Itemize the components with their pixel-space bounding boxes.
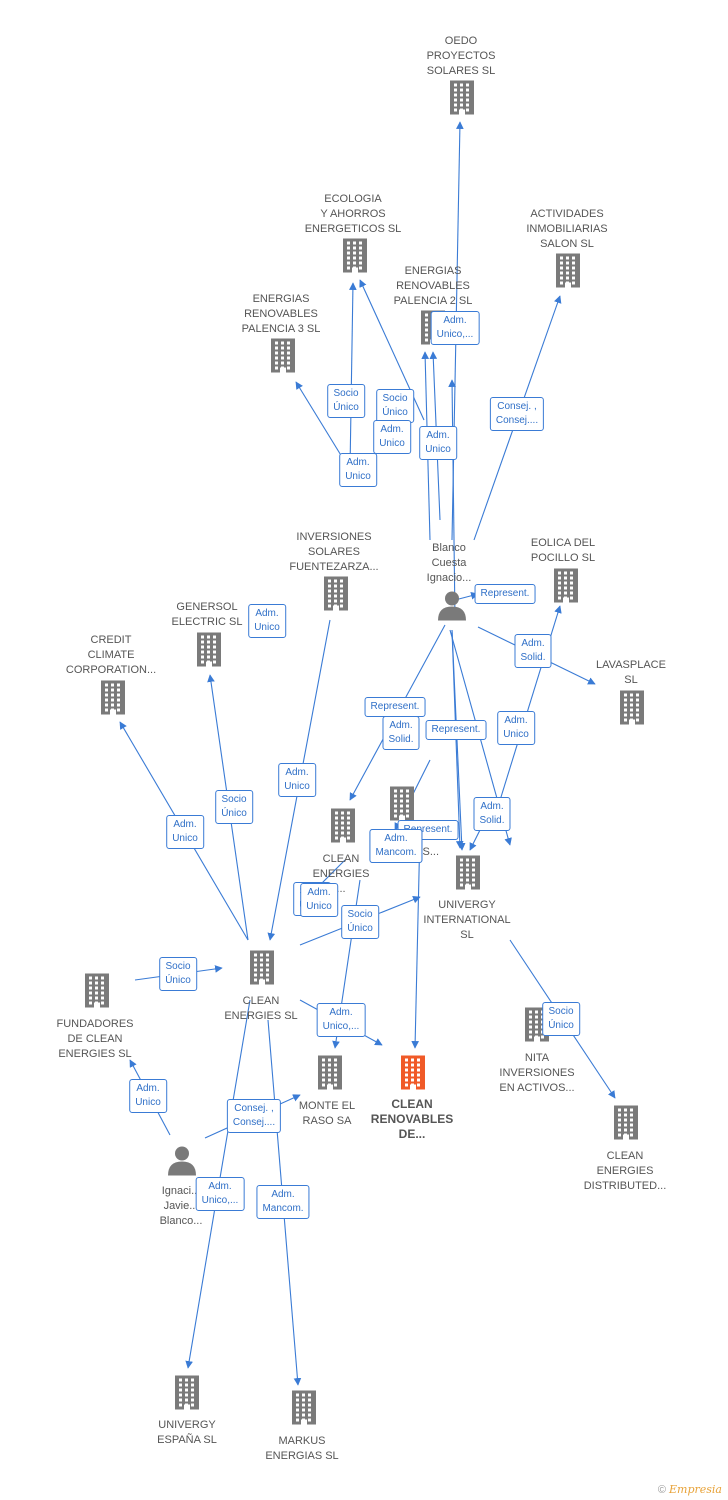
node-label-ignacio[interactable]: Ignaci... Javie... Blanco... (159, 1185, 203, 1227)
footer: © Empresia (658, 1483, 722, 1496)
edge-label[interactable]: Represent. (425, 720, 487, 740)
edge-label[interactable]: Consej. , Consej.... (489, 397, 545, 431)
edge-label[interactable]: Adm. Unico (166, 815, 204, 849)
main-company-icon[interactable] (399, 1054, 427, 1097)
building-icon[interactable] (99, 679, 127, 722)
building-icon[interactable] (195, 631, 223, 674)
building-icon[interactable] (322, 575, 350, 618)
edge-line (451, 629, 466, 851)
edge-label[interactable]: Socio Único (159, 957, 197, 991)
node-label-nita[interactable]: NITA INVERSIONES EN ACTIVOS... (499, 1052, 575, 1094)
node-label-eolica[interactable]: EOLICA DEL POCILLO SL (530, 537, 596, 564)
edge-label[interactable]: Socio Único (215, 790, 253, 824)
building-icon[interactable] (454, 854, 482, 897)
edge-label[interactable]: Adm. Solid. (514, 634, 552, 668)
building-icon[interactable] (316, 1054, 344, 1097)
node-label-credit[interactable]: CREDIT CLIMATE CORPORATION... (65, 634, 157, 676)
copyright-symbol: © (657, 1484, 666, 1496)
node-label-oedo[interactable]: OEDO PROYECTOS SOLARES SL (426, 35, 496, 77)
node-label-blanco[interactable]: Blanco Cuesta Ignacio... (426, 542, 472, 584)
building-icon[interactable] (329, 807, 357, 850)
building-icon[interactable] (290, 1389, 318, 1432)
node-label-markus[interactable]: MARKUS ENERGIAS SL (265, 1435, 339, 1462)
edge-label[interactable]: Adm. Unico,... (430, 311, 480, 345)
edge-label[interactable]: Consej. , Consej.... (226, 1099, 282, 1133)
edge-line (411, 829, 421, 1049)
edge-label[interactable]: Adm. Unico (339, 453, 377, 487)
person-icon[interactable] (167, 1146, 197, 1181)
edge-label[interactable]: Socio Único (341, 905, 379, 939)
edge-label[interactable]: Adm. Solid. (382, 716, 420, 750)
building-icon[interactable] (341, 237, 369, 280)
node-label-lavasplace[interactable]: LAVASPLACE SL (596, 659, 666, 686)
building-icon[interactable] (248, 949, 276, 992)
edge-label[interactable]: Adm. Unico (419, 426, 457, 460)
edge-label[interactable]: Socio Único (327, 384, 365, 418)
node-label-ecologia[interactable]: ECOLOGIA Y AHORROS ENERGETICOS SL (304, 193, 402, 235)
edge-label[interactable]: Represent. (364, 697, 426, 717)
node-label-palencia3[interactable]: ENERGIAS RENOVABLES PALENCIA 3 SL (241, 293, 321, 335)
node-label-cleanenergies[interactable]: CLEAN ENERGIES SL (224, 995, 298, 1022)
brand-logo[interactable]: Empresia (669, 1483, 722, 1496)
node-label-distributed[interactable]: CLEAN ENERGIES DISTRIBUTED... (583, 1150, 667, 1192)
edge-label[interactable]: Adm. Unico (373, 420, 411, 454)
edge-label[interactable]: Adm. Unico,... (316, 1003, 366, 1037)
node-label-univergyint[interactable]: UNIVERGY INTERNATIONAL SL (423, 899, 511, 941)
node-label-main[interactable]: CLEAN RENOVABLES DE... (370, 1097, 454, 1141)
edge-label[interactable]: Adm. Unico (300, 883, 338, 917)
node-label-actividades[interactable]: ACTIVIDADES INMOBILIARIAS SALON SL (526, 208, 608, 250)
building-icon[interactable] (552, 567, 580, 610)
edge-label[interactable]: Adm. Unico (278, 763, 316, 797)
edge-label[interactable]: Represent. (474, 584, 536, 604)
building-icon[interactable] (448, 79, 476, 122)
node-label-montel[interactable]: MONTE EL RASO SA (298, 1100, 356, 1127)
edge-label[interactable]: Adm. Unico (129, 1079, 167, 1113)
edge-line (448, 379, 456, 621)
node-label-inversiones[interactable]: INVERSIONES SOLARES FUENTEZARZA... (289, 531, 379, 573)
node-label-cleanenergies2[interactable]: CLEAN ENERGIES ... (312, 853, 370, 895)
edge-line (469, 829, 481, 851)
edge-line (349, 282, 357, 471)
building-icon[interactable] (554, 252, 582, 295)
node-label-palencia2[interactable]: ENERGIAS RENOVABLES PALENCIA 2 SL (393, 265, 473, 307)
edge-label[interactable]: Adm. Unico (248, 604, 286, 638)
building-icon[interactable] (388, 785, 416, 828)
building-icon[interactable] (618, 689, 646, 732)
node-label-fundadores[interactable]: FUNDADORES DE CLEAN ENERGIES SL (56, 1018, 134, 1060)
building-icon[interactable] (612, 1104, 640, 1147)
person-icon[interactable] (437, 591, 467, 626)
edge-label[interactable]: Adm. Unico (497, 711, 535, 745)
edge-label[interactable]: Socio Único (542, 1002, 580, 1036)
building-icon[interactable] (83, 972, 111, 1015)
edge-label[interactable]: Adm. Mancom. (256, 1185, 310, 1219)
edge-label[interactable]: Adm. Mancom. (369, 829, 423, 863)
edge-label[interactable]: Adm. Solid. (473, 797, 511, 831)
node-label-genersol[interactable]: GENERSOL ELECTRIC SL (171, 601, 243, 628)
building-icon[interactable] (173, 1374, 201, 1417)
node-label-univergyesp[interactable]: UNIVERGY ESPAÑA SL (157, 1419, 217, 1446)
edge-label[interactable]: Socio Único (376, 389, 414, 423)
building-icon[interactable] (269, 337, 297, 380)
edge-label[interactable]: Adm. Unico,... (195, 1177, 245, 1211)
